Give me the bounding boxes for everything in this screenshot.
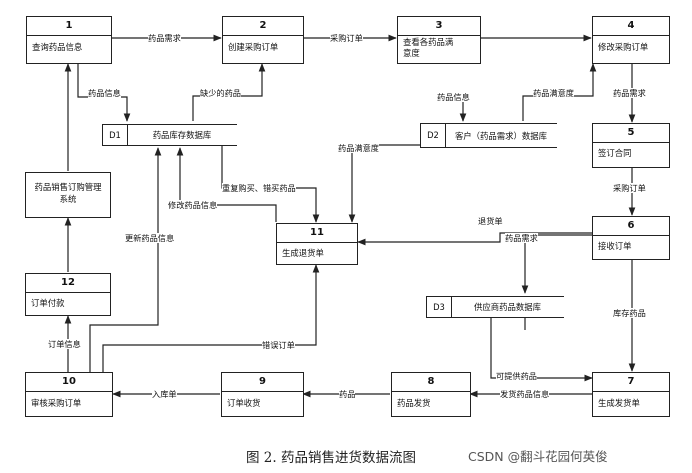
process-label: 订单收货 [227, 398, 261, 408]
flow-label: 药品信息 [88, 88, 121, 98]
flow-6-d3 [521, 234, 592, 294]
flow-label: 可提供药品 [496, 371, 537, 381]
flow-label: 库存药品 [613, 308, 646, 318]
process-label: 订单付款 [31, 298, 65, 308]
flow-label: 药品需求 [148, 33, 181, 43]
data-store-d1: D1 药品库存数据库 [102, 124, 237, 146]
process-10: 10 审核采购订单 [25, 372, 113, 417]
store-name: 供应商药品数据库 [474, 302, 541, 312]
data-store-d3: D3 供应商药品数据库 [426, 296, 564, 318]
store-id: D2 [421, 124, 446, 147]
store-id: D3 [427, 297, 452, 317]
figure-caption: 图 2. 药品销售进货数据流图 [246, 450, 416, 466]
flow-label: 更新药品信息 [125, 233, 175, 243]
watermark: CSDN @翻斗花园何英俊 [468, 449, 608, 464]
process-label: 修改采购订单 [598, 42, 649, 52]
process-number: 1 [27, 17, 111, 36]
flow-label: 药品 [339, 389, 356, 399]
process-number: 12 [26, 274, 110, 293]
process-number: 5 [593, 124, 669, 143]
flow-label: 药品需求 [505, 233, 538, 243]
flow-label: 药品信息 [437, 92, 470, 102]
flow-11-d1 [176, 147, 277, 222]
process-label: 查看各药品满意度 [403, 37, 454, 58]
flow-label: 缺少的药品 [200, 88, 241, 98]
process-system: 药品销售订购管理系统 [25, 172, 111, 218]
flow-label: 发货药品信息 [500, 389, 550, 399]
process-7: 7 生成发货单 [592, 372, 670, 417]
process-3: 3 查看各药品满意度 [397, 16, 481, 64]
process-11: 11 生成退货单 [276, 223, 358, 265]
process-label: 药品发货 [397, 398, 431, 408]
flow-label: 采购订单 [613, 183, 646, 193]
process-1: 1 查询药品信息 [26, 16, 112, 64]
store-id: D1 [103, 125, 128, 145]
process-number: 9 [222, 373, 303, 392]
flow-label: 入库单 [152, 389, 177, 399]
flow-label: 订单信息 [48, 339, 81, 349]
flow-label: 退货单 [478, 216, 503, 226]
process-number: 3 [398, 17, 480, 36]
process-label: 创建采购订单 [228, 42, 279, 52]
flow-d3-7 [490, 318, 593, 382]
flow-label: 药品满意度 [533, 88, 574, 98]
process-number: 8 [392, 373, 470, 392]
process-number: 10 [26, 373, 112, 392]
process-5: 5 签订合同 [592, 123, 670, 168]
system-label: 药品销售订购管理系统 [34, 182, 102, 204]
process-label: 生成发货单 [598, 398, 640, 408]
process-number: 7 [593, 373, 669, 392]
data-store-d2: D2 客户（药品需求）数据库 [420, 123, 557, 148]
process-label: 生成退货单 [282, 248, 324, 258]
process-label: 查询药品信息 [32, 42, 83, 52]
flow-label: 错误订单 [262, 340, 295, 350]
process-label: 审核采购订单 [31, 398, 82, 408]
process-6: 6 接收订单 [592, 216, 670, 260]
process-8: 8 药品发货 [391, 372, 471, 417]
process-label: 接收订单 [598, 241, 632, 251]
flow-d2-11 [348, 144, 420, 223]
process-4: 4 修改采购订单 [592, 16, 670, 64]
process-number: 2 [223, 17, 303, 36]
flow-label: 药品满意度 [338, 143, 379, 153]
store-name: 药品库存数据库 [152, 130, 212, 140]
process-label: 签订合同 [598, 148, 632, 158]
flow-label: 重复购买、错买药品 [222, 183, 296, 193]
process-2: 2 创建采购订单 [222, 16, 304, 64]
process-number: 6 [593, 217, 669, 236]
process-number: 4 [593, 17, 669, 36]
flow-label: 采购订单 [330, 33, 363, 43]
process-number: 11 [277, 224, 357, 243]
store-name: 客户（药品需求）数据库 [454, 130, 548, 141]
flow-6-11 [357, 232, 592, 246]
process-12: 12 订单付款 [25, 273, 111, 316]
flow-10-11 [102, 264, 320, 372]
flow-label: 修改药品信息 [168, 200, 218, 210]
flow-label: 药品需求 [613, 88, 646, 98]
process-9: 9 订单收货 [221, 372, 304, 417]
